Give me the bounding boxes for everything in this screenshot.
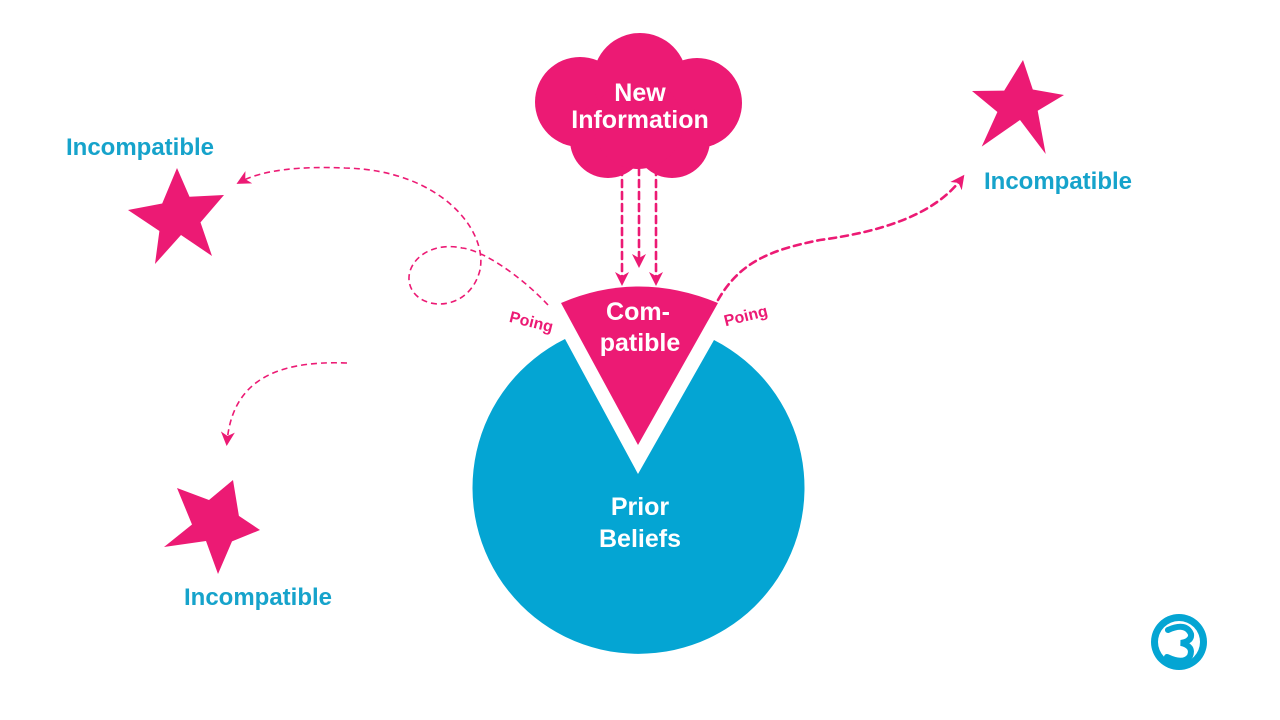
bounce-path-left — [236, 166, 549, 306]
new-information-cloud — [535, 33, 742, 178]
star-icon — [128, 168, 224, 264]
falling-arrow — [220, 361, 348, 446]
prior-beliefs-circle — [472, 339, 805, 654]
incompatible-label-top-right: Incompatible — [984, 168, 1132, 195]
incoming-arrows — [615, 166, 663, 286]
incompatible-label-bottom-left: Incompatible — [184, 584, 332, 611]
poing-label-right: Poing — [722, 303, 769, 330]
logo-icon — [1151, 614, 1207, 670]
incompatible-label-top-left: Incompatible — [66, 134, 214, 161]
prior-beliefs-label-line2: Beliefs — [599, 525, 681, 553]
compatible-label-line2: patible — [600, 329, 681, 357]
compatible-wedge — [561, 286, 718, 445]
star-icon — [972, 60, 1064, 154]
star-icon — [164, 480, 260, 574]
new-information-label-line2: Information — [571, 106, 709, 134]
compatible-label-line1: Com- — [606, 298, 670, 326]
prior-beliefs-label-line1: Prior — [611, 493, 670, 521]
new-information-label-line1: New — [614, 79, 666, 107]
bounce-path-right — [716, 174, 965, 302]
poing-label-left: Poing — [507, 309, 554, 336]
